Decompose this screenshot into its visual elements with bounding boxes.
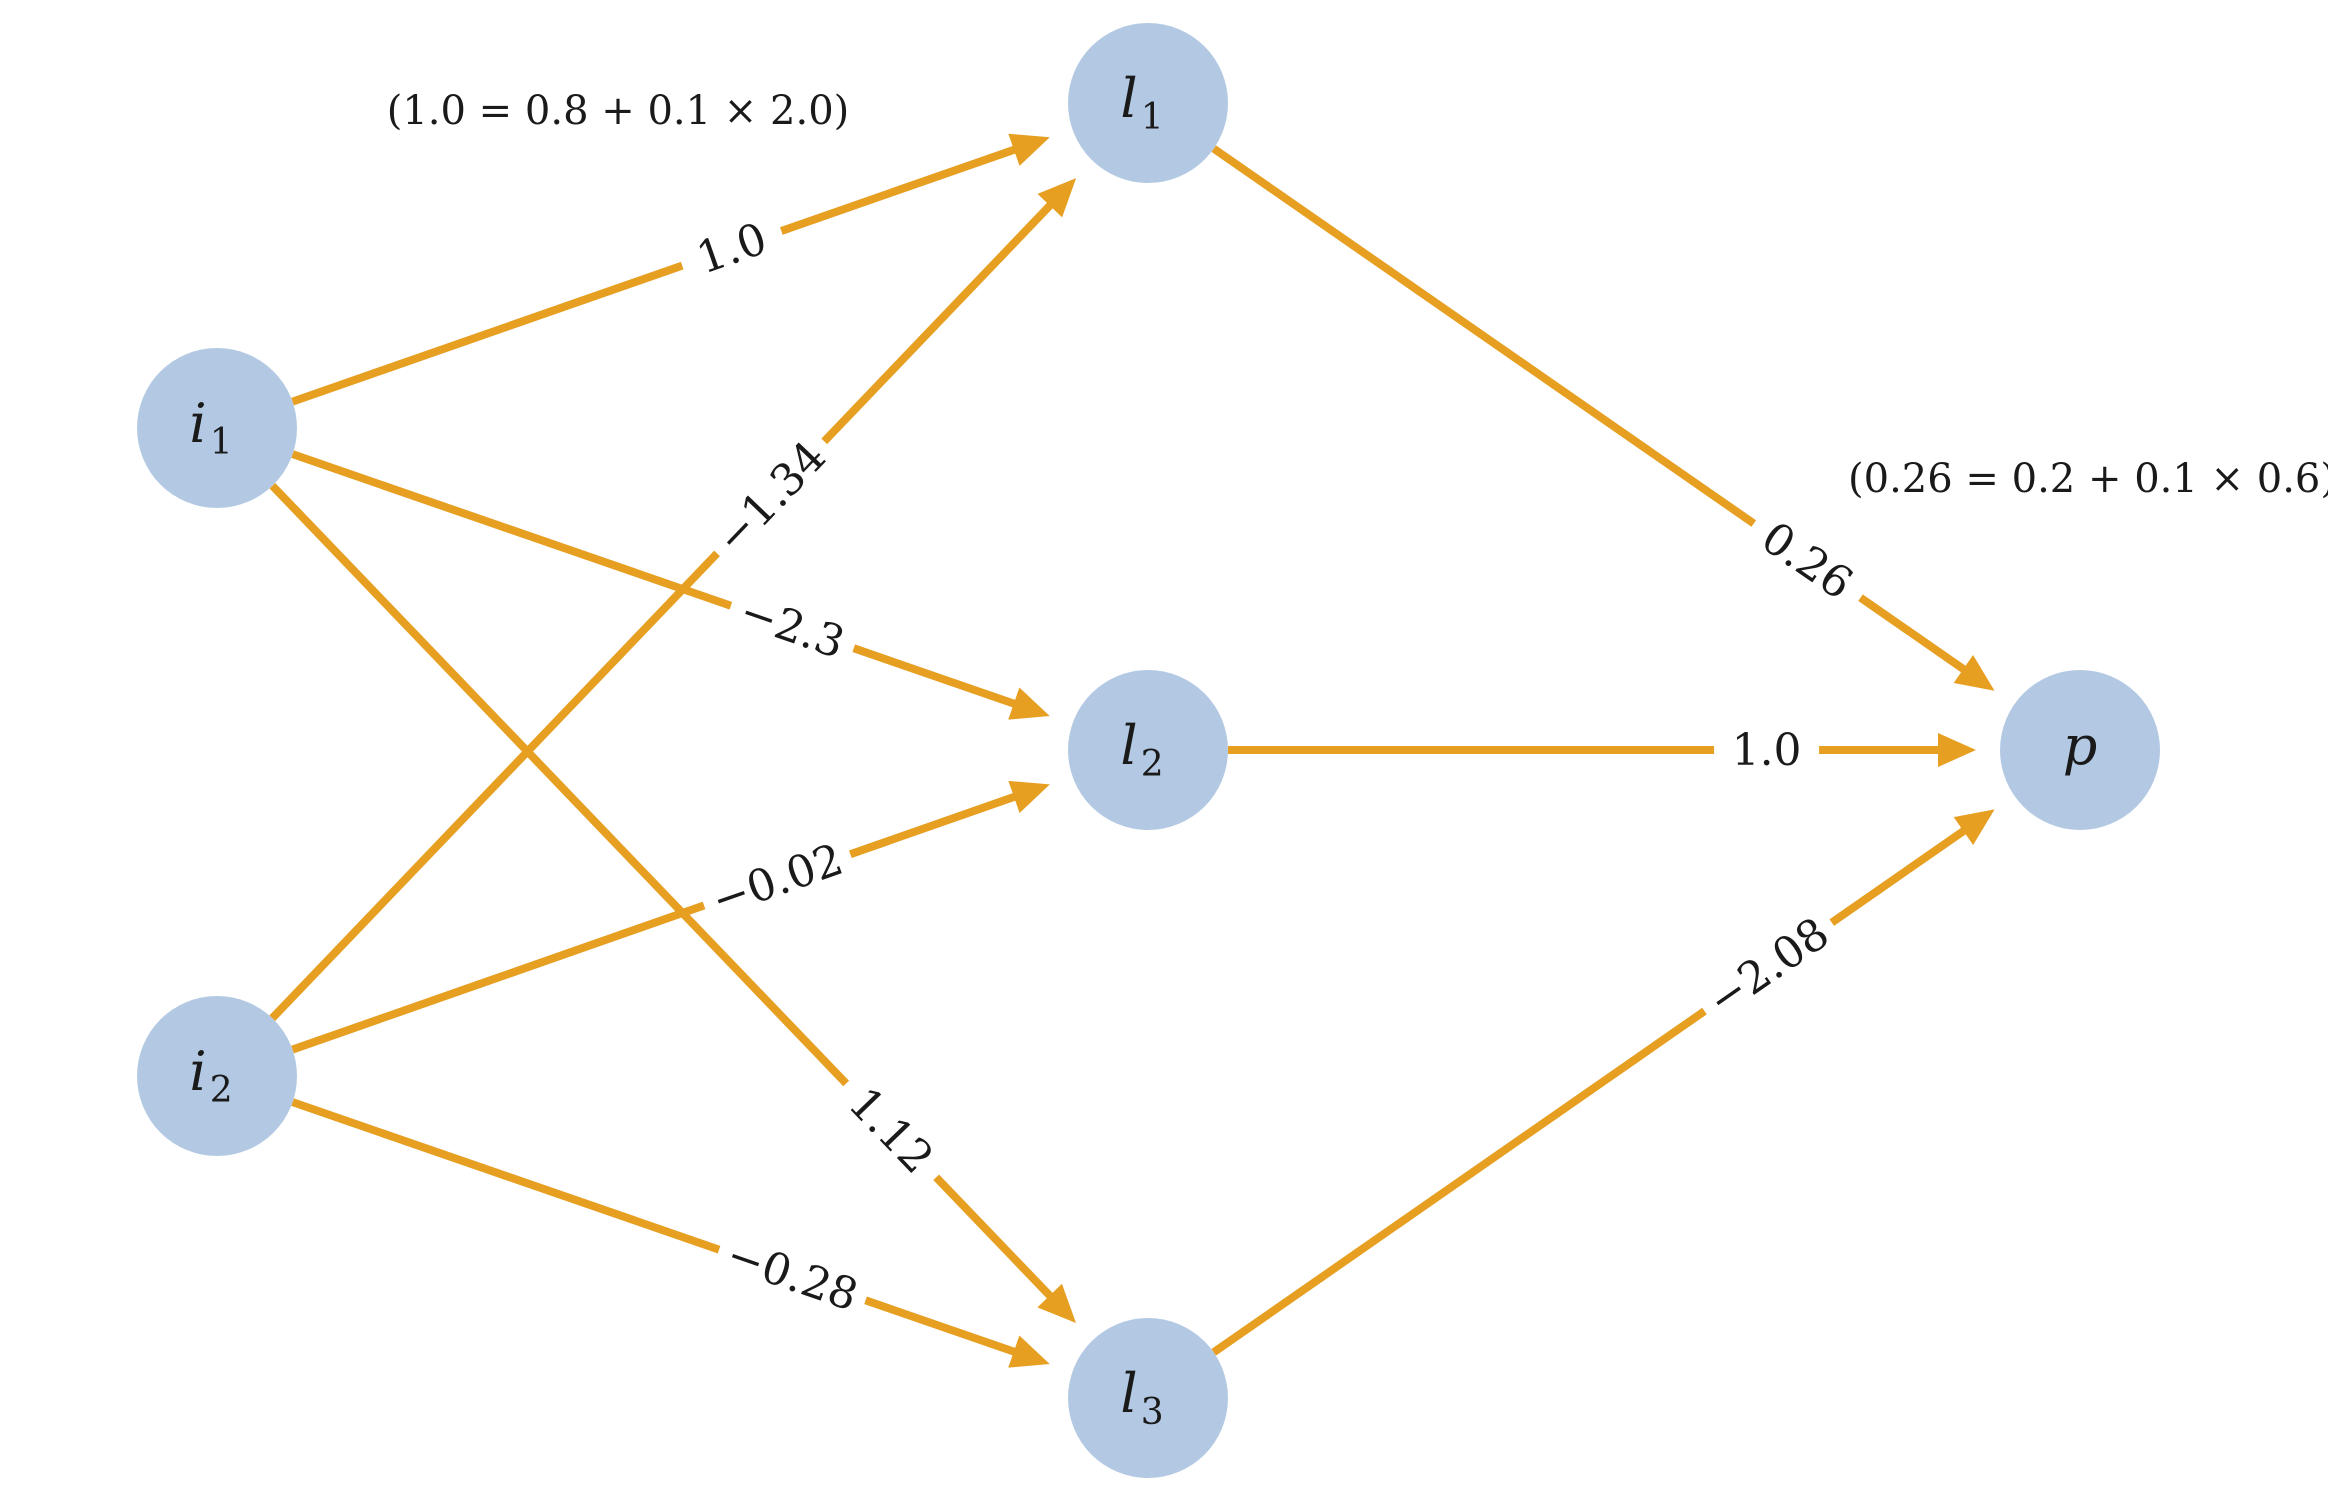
edge-i2-l2: −0.02 — [291, 780, 1050, 1054]
edge-weight-i2-l3: −0.28 — [720, 1229, 864, 1321]
arrowhead-icon — [1008, 1335, 1050, 1368]
node-circle-l1 — [1068, 23, 1228, 183]
node-label-base: i — [189, 1040, 206, 1103]
node-label-subscript: 2 — [210, 1070, 233, 1111]
node-label-subscript: 3 — [1141, 1392, 1164, 1433]
node-label-base: l — [1120, 1362, 1137, 1425]
node-label-base: l — [1120, 714, 1137, 777]
node-label-subscript: 1 — [1141, 97, 1164, 138]
edge-label-background — [1687, 897, 1849, 1036]
node-circle-p — [2000, 670, 2160, 830]
edge-label-i2-l2: −0.02 — [694, 825, 861, 934]
edge-l1-p: 0.26 — [1211, 145, 1995, 691]
arrowhead-icon — [1037, 1283, 1076, 1323]
edge-i2-l1: −1.34 — [269, 178, 1077, 1021]
edge-label-background — [824, 1062, 958, 1199]
edge-line-i2-l2 — [291, 792, 1018, 1054]
arrowhead-icon — [1938, 733, 1976, 767]
node-l1: l1 — [1068, 23, 1228, 183]
node-p: p — [2000, 670, 2160, 830]
edge-i1-l2: −2.3 — [291, 450, 1050, 720]
node-label-subscript: 2 — [1141, 744, 1164, 785]
edge-weight-i2-l1: −1.34 — [706, 431, 836, 564]
arrowhead-icon — [1953, 655, 1995, 691]
edge-label-i1-l2: −2.3 — [721, 577, 864, 677]
edge-line-i1-l2 — [291, 450, 1017, 709]
node-circle-l2 — [1068, 670, 1228, 830]
node-l3: l3 — [1068, 1318, 1228, 1478]
edge-l2-p: 1.0 — [1228, 720, 1976, 780]
node-label-l3: l3 — [1120, 1362, 1163, 1433]
edge-line-i1-l1 — [291, 145, 1018, 406]
annotation-i1-l1-formula: (1.0 = 0.8 + 0.1 × 2.0) — [387, 88, 850, 134]
node-label-base: l — [1120, 67, 1137, 130]
edge-label-background — [709, 1221, 876, 1329]
edge-label-background — [694, 825, 861, 934]
arrowhead-icon — [1037, 178, 1077, 218]
node-circle-i2 — [137, 996, 297, 1156]
annotations-layer: (1.0 = 0.8 + 0.1 × 2.0) (0.26 = 0.2 + 0.… — [387, 88, 2328, 502]
edge-label-l2-p: 1.0 — [1714, 720, 1820, 780]
node-i2: i2 — [137, 996, 297, 1156]
edge-line-i2-l3 — [291, 1098, 1017, 1357]
arrowhead-icon — [1008, 687, 1050, 720]
edge-label-l3-p: −2.08 — [1687, 897, 1849, 1036]
node-label-base: i — [189, 392, 206, 455]
node-label-l1: l1 — [1120, 67, 1163, 138]
node-label-base: p — [2063, 714, 2098, 777]
edge-l3-p: −2.08 — [1211, 809, 1995, 1356]
edge-line-i2-l1 — [269, 201, 1055, 1021]
arrowhead-icon — [1008, 780, 1050, 813]
edge-label-background — [1714, 720, 1820, 780]
node-label-l2: l2 — [1120, 714, 1163, 785]
node-label-p: p — [2063, 714, 2098, 777]
edge-label-background — [672, 202, 792, 294]
node-label-i1: i1 — [189, 392, 232, 463]
edge-label-background — [721, 577, 864, 677]
node-circle-i1 — [137, 348, 297, 508]
arrowhead-icon — [1953, 809, 1995, 846]
edge-label-background — [695, 420, 846, 575]
node-label-i2: i2 — [189, 1040, 232, 1111]
edge-weight-l2-p: 1.0 — [1732, 725, 1802, 776]
edge-label-i1-l1: 1.0 — [672, 202, 792, 294]
edge-label-background — [1736, 498, 1878, 623]
annotation-l1-p-formula: (0.26 = 0.2 + 0.1 × 0.6) — [1848, 456, 2328, 502]
edge-weight-i2-l2: −0.02 — [705, 834, 849, 927]
edge-i1-l3: 1.12 — [269, 482, 1076, 1323]
edge-i1-l1: 1.0 — [291, 133, 1050, 406]
node-circle-l3 — [1068, 1318, 1228, 1478]
edge-line-l3-p — [1211, 826, 1968, 1356]
edge-label-l1-p: 0.26 — [1736, 498, 1878, 623]
node-i1: i1 — [137, 348, 297, 508]
edge-label-i2-l1: −1.34 — [695, 420, 846, 575]
arrowhead-icon — [1008, 133, 1050, 166]
node-l2: l2 — [1068, 670, 1228, 830]
node-label-subscript: 1 — [210, 422, 233, 463]
edge-label-i2-l3: −0.28 — [709, 1221, 876, 1329]
